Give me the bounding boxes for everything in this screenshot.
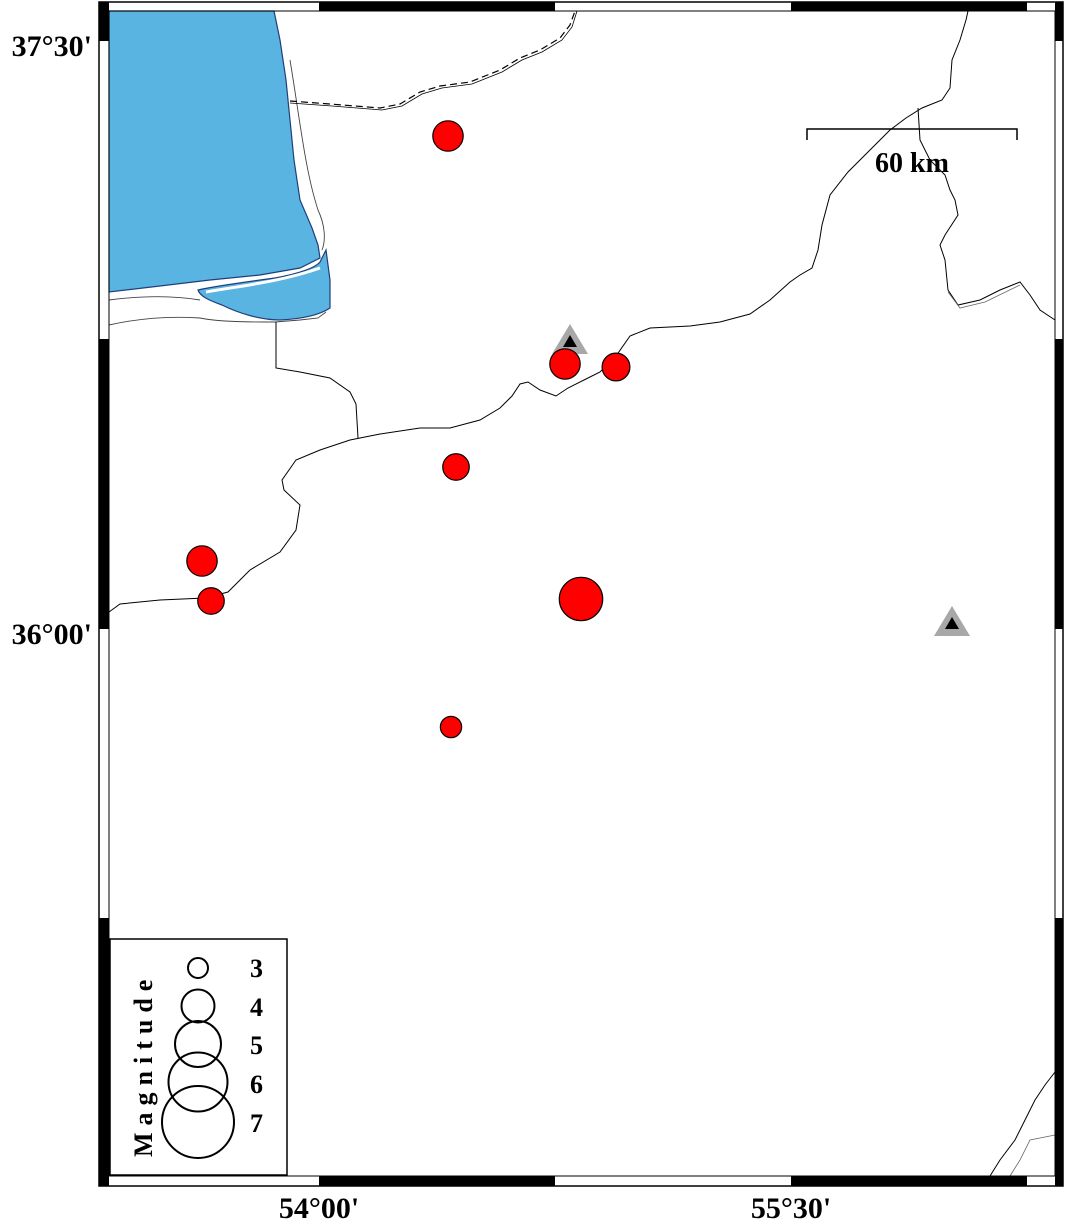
event-marker-e3 [601,352,631,382]
station-marker [552,324,588,354]
international-border [289,10,576,109]
lat-label-36-00: 36°00' [12,618,92,651]
frame-ticks-bottom [99,1176,1063,1186]
stations [552,324,970,636]
magnitude-legend: Magnitude 3 4 5 6 7 [109,938,288,1176]
frame-tick [99,11,109,41]
legend-circle-7 [161,1085,235,1159]
legend-label-3: 3 [250,954,263,983]
legend-circle-4 [180,988,216,1024]
legend-circle-6 [167,1051,229,1113]
legend-circle-3 [187,957,209,979]
gorgan-bay [197,247,331,321]
legend-label-4: 4 [250,993,263,1022]
lon-label-54-00: 54°00' [279,1192,359,1224]
event-marker-e5 [186,545,218,577]
frame-tick [791,2,1027,11]
province-boundary-east [917,107,1056,321]
legend-label-6: 6 [250,1070,263,1099]
events [186,120,631,739]
station-inner-triangle [945,617,959,629]
event-marker-e1 [432,120,464,152]
frame-ticks-right [1055,11,1063,1176]
scale-bar-line [806,128,1018,140]
frame-tick [99,339,109,629]
legend-label-7: 7 [250,1109,263,1138]
province-boundary-west [275,322,359,439]
frame-ticks-left [99,11,109,1176]
scale-bar-label: 60 km [875,148,949,179]
frame-tick [1055,2,1063,11]
legend-circle-5 [174,1020,222,1068]
frame-tick [791,1176,1027,1186]
station-inner-triangle [563,335,577,347]
province-boundary-east-2 [947,284,1021,309]
province-boundary-southeast [989,1071,1056,1177]
event-marker-e6 [197,587,225,615]
event-marker-e7 [558,576,604,622]
frame-tick [1055,918,1063,1176]
event-marker-e4 [442,453,470,481]
frame-tick [1055,11,1063,41]
lat-label-37-30: 37°30' [12,30,92,63]
event-marker-e8 [439,715,463,739]
province-boundary-southeast-2 [1009,1134,1056,1177]
frame-tick [1055,1176,1063,1186]
frame-tick [99,1176,109,1186]
caspian-sea [108,10,321,293]
miankaleh-spit [205,266,321,294]
frame-tick [1055,339,1063,629]
scale-bar: 60 km [806,128,1018,179]
station-marker [934,606,970,636]
legend-title: Magnitude [129,973,158,1157]
frame-tick [319,2,555,11]
province-boundary-main [108,10,969,613]
lon-label-55-30: 55°30' [751,1192,831,1224]
legend-label-5: 5 [250,1031,263,1060]
frame-ticks-top [99,2,1063,11]
frame-tick [99,918,109,1176]
international-border-line [289,10,578,111]
event-marker-e2 [549,348,581,380]
frame-tick [319,1176,555,1186]
frame-tick [99,2,109,11]
